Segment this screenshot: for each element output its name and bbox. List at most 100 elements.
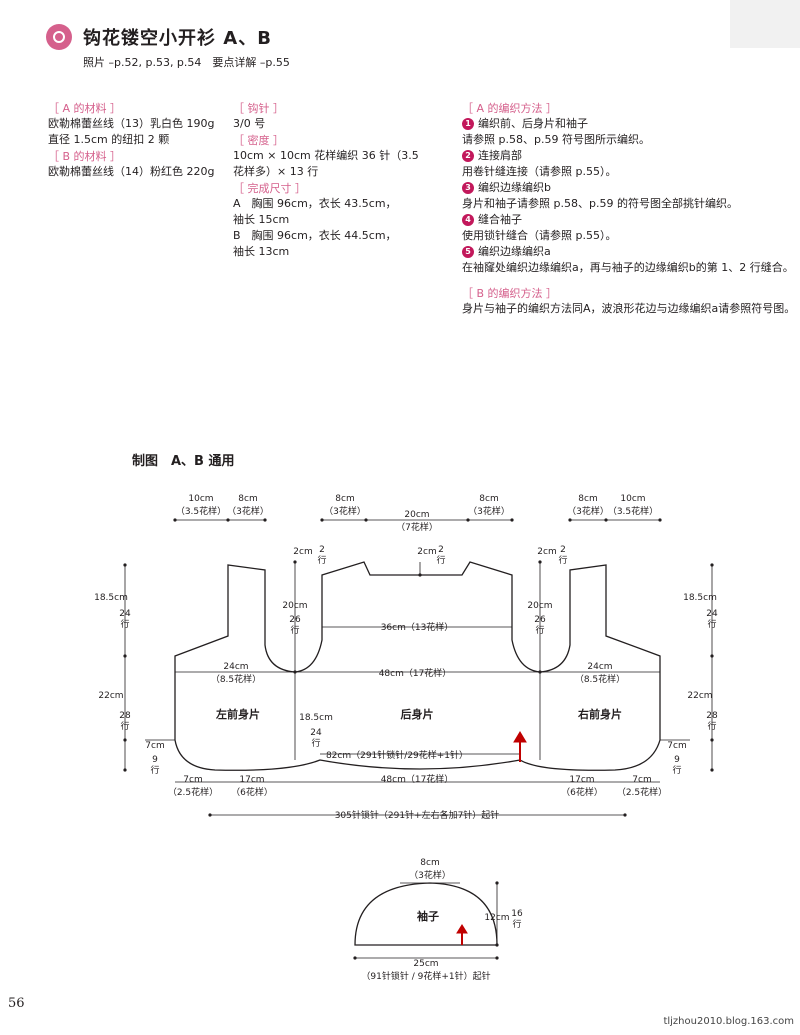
body-outline bbox=[174, 561, 661, 771]
row-count-line: 24 bbox=[119, 609, 131, 619]
svg-text:18.5cm: 18.5cm bbox=[299, 713, 333, 723]
svg-text:8cm: 8cm bbox=[479, 494, 498, 504]
row-count-line: 28 bbox=[119, 711, 131, 721]
material-a-line: 欧勒棉蕾丝线（13）乳白色 190g bbox=[48, 117, 215, 130]
svg-text:24行: 24行 bbox=[310, 728, 322, 749]
svg-text:（2.5花样）: （2.5花样） bbox=[168, 786, 218, 798]
gauge-line: 10cm × 10cm 花样编织 36 针（3.5 bbox=[233, 149, 419, 162]
svg-text:7cm: 7cm bbox=[145, 741, 164, 751]
row-count-line: 24 bbox=[310, 728, 322, 738]
svg-text:（3花样）: （3花样） bbox=[567, 505, 609, 517]
size-line: B 胸围 96cm，衣长 44.5cm， bbox=[233, 229, 397, 242]
page-title: 钩花镂空小开衫 A、B bbox=[83, 28, 272, 49]
svg-text:（3.5花样）: （3.5花样） bbox=[608, 505, 658, 517]
svg-text:（3花样）: （3花样） bbox=[227, 505, 269, 517]
svg-text:2行: 2行 bbox=[317, 545, 326, 566]
piece-names: 左前身片 后身片 右前身片 袖子 bbox=[215, 707, 622, 923]
svg-text:7cm: 7cm bbox=[667, 741, 686, 751]
row-count-line: 2 bbox=[319, 545, 325, 555]
svg-text:16行: 16行 bbox=[511, 909, 523, 930]
row-count-line: 行 bbox=[707, 618, 716, 630]
svg-text:22cm: 22cm bbox=[98, 691, 123, 701]
svg-text:2行: 2行 bbox=[558, 545, 567, 566]
svg-text:2cm: 2cm bbox=[537, 547, 556, 557]
dimension-lines bbox=[124, 519, 713, 959]
dimension-dots bbox=[123, 518, 714, 960]
step-number-icon: 5 bbox=[462, 246, 474, 258]
diagram-title: 制图 A、B 通用 bbox=[132, 454, 235, 469]
svg-text:右前身片: 右前身片 bbox=[577, 707, 622, 721]
svg-text:8cm: 8cm bbox=[238, 494, 257, 504]
row-count-line: 9 bbox=[674, 755, 680, 765]
svg-text:（3花样）: （3花样） bbox=[409, 869, 451, 881]
sleeve-outline bbox=[354, 882, 498, 946]
material-b-line: 欧勒棉蕾丝线（14）粉红色 220g bbox=[48, 165, 215, 178]
svg-text:36cm（13花样）: 36cm（13花样） bbox=[381, 621, 454, 633]
row-count-line: 26 bbox=[534, 615, 546, 625]
row-count-line: 26 bbox=[289, 615, 301, 625]
hook-value: 3/0 号 bbox=[233, 117, 266, 130]
svg-text:48cm（17花样）: 48cm（17花样） bbox=[381, 773, 454, 785]
material-a-header: ［ A 的材料 ］ bbox=[48, 102, 122, 115]
size-line: A 胸围 96cm，衣长 43.5cm， bbox=[233, 197, 397, 210]
step-number-icon: 2 bbox=[462, 150, 474, 162]
svg-text:26行: 26行 bbox=[289, 615, 301, 636]
svg-text:（2.5花样）: （2.5花样） bbox=[617, 786, 667, 798]
svg-text:2行: 2行 bbox=[436, 545, 445, 566]
svg-text:（3花样）: （3花样） bbox=[324, 505, 366, 517]
row-count-line: 行 bbox=[535, 624, 544, 636]
svg-text:（6花样）: （6花样） bbox=[561, 786, 603, 798]
svg-text:26行: 26行 bbox=[534, 615, 546, 636]
page-corner-tab bbox=[730, 0, 800, 48]
row-count-line: 行 bbox=[436, 554, 445, 566]
row-count-line: 行 bbox=[672, 764, 681, 776]
svg-text:袖子: 袖子 bbox=[417, 909, 439, 923]
svg-text:7cm: 7cm bbox=[632, 775, 651, 785]
svg-text:20cm: 20cm bbox=[282, 601, 307, 611]
row-count-line: 28 bbox=[706, 711, 718, 721]
step-detail: 使用锁针缝合（请参照 p.55）。 bbox=[462, 229, 617, 242]
page-reference: 照片 –p.52, p.53, p.54 要点详解 –p.55 bbox=[83, 56, 290, 69]
svg-text:9行: 9行 bbox=[672, 755, 681, 776]
method-b-text: 身片与袖子的编织方法同A，波浪形花边与边缘编织a请参照符号图。 bbox=[462, 302, 796, 315]
step-number-icon: 1 bbox=[462, 118, 474, 130]
row-count-line: 16 bbox=[511, 909, 523, 919]
svg-text:10cm: 10cm bbox=[188, 494, 213, 504]
gauge-header: ［ 密度 ］ bbox=[233, 134, 284, 147]
specs-column: ［ 钩针 ］ 3/0 号 ［ 密度 ］ 10cm × 10cm 花样编织 36 … bbox=[233, 100, 419, 260]
step-detail: 在袖窿处编织边缘编织a，再与袖子的边缘编织b的第 1、2 行缝合。 bbox=[462, 261, 794, 274]
method-a-header: ［ A 的编织方法 ］ bbox=[462, 102, 558, 115]
size-line: 袖长 13cm bbox=[233, 245, 290, 258]
step-detail: 用卷针缝连接（请参照 p.55）。 bbox=[462, 165, 617, 178]
row-count-line: 9 bbox=[152, 755, 158, 765]
direction-arrow-icon bbox=[513, 731, 527, 762]
svg-text:8cm: 8cm bbox=[335, 494, 354, 504]
svg-text:28行: 28行 bbox=[706, 711, 718, 732]
size-line: 袖长 15cm bbox=[233, 213, 290, 226]
svg-text:7cm: 7cm bbox=[183, 775, 202, 785]
svg-text:后身片: 后身片 bbox=[401, 707, 434, 721]
row-count-line: 行 bbox=[120, 720, 129, 732]
material-b-header: ［ B 的材料 ］ bbox=[48, 150, 122, 163]
row-count-line: 行 bbox=[311, 737, 320, 749]
gauge-line: 花样多）× 13 行 bbox=[233, 165, 319, 178]
step-detail: 请参照 p.58、p.59 符号图所示编织。 bbox=[462, 133, 650, 146]
svg-text:（8.5花样）: （8.5花样） bbox=[575, 673, 625, 685]
svg-text:305针锁针（291针+左右各加7针）起针: 305针锁针（291针+左右各加7针）起针 bbox=[335, 809, 500, 821]
svg-text:24行: 24行 bbox=[706, 609, 718, 630]
svg-text:17cm: 17cm bbox=[569, 775, 594, 785]
row-count-line: 行 bbox=[120, 618, 129, 630]
svg-text:17cm: 17cm bbox=[239, 775, 264, 785]
svg-text:20cm: 20cm bbox=[527, 601, 552, 611]
row-count-line: 行 bbox=[707, 720, 716, 732]
svg-text:8cm: 8cm bbox=[578, 494, 597, 504]
method-b-header: ［ B 的编织方法 ］ bbox=[462, 287, 558, 300]
svg-text:（6花样）: （6花样） bbox=[231, 786, 273, 798]
row-count-line: 行 bbox=[317, 554, 326, 566]
svg-text:左前身片: 左前身片 bbox=[215, 707, 260, 721]
step-title: 编织边缘编织a bbox=[478, 245, 551, 258]
svg-text:24行: 24行 bbox=[119, 609, 131, 630]
